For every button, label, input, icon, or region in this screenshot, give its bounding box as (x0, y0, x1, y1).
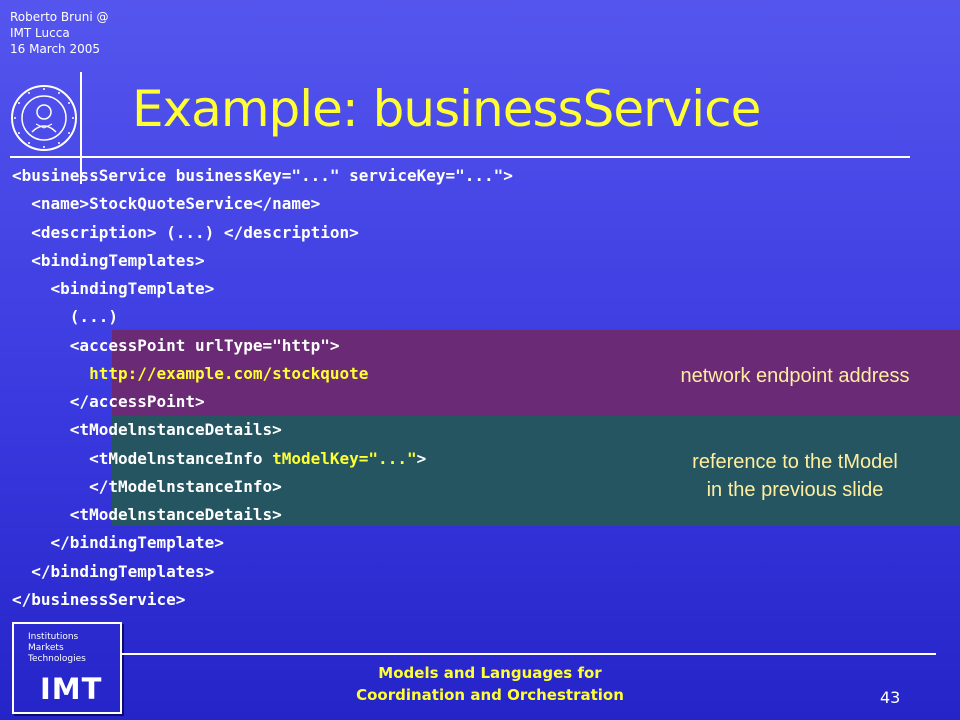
code-text (12, 364, 89, 383)
footer-line: Models and Languages for (378, 664, 602, 682)
code-line: </bindingTemplate> (12, 533, 224, 553)
code-line: http://example.com/stockquote (12, 364, 368, 384)
tmodel-annotation-line: reference to the tModel (692, 451, 898, 473)
footer-course-title: Models and Languages for Coordination an… (300, 662, 680, 706)
author-line: 16 March 2005 (10, 42, 101, 56)
code-text: <accessPoint urlType="http"> (12, 336, 340, 355)
code-text: <bindingTemplates> (12, 251, 205, 270)
code-text: <tModelnstanceInfo (12, 449, 273, 468)
endpoint-annotation: network endpoint address (640, 362, 950, 390)
code-line: <businessService businessKey="..." servi… (12, 166, 513, 186)
code-text: </accessPoint> (12, 392, 205, 411)
code-line: <name>StockQuoteService</name> (12, 194, 320, 214)
code-line: <tModelnstanceDetails> (12, 420, 282, 440)
code-text: (...) (12, 307, 118, 326)
code-text: <tModelnstanceDetails> (12, 420, 282, 439)
code-text: <name>StockQuoteService</name> (12, 194, 321, 213)
slide-title: Example: businessService (132, 80, 761, 138)
code-text: <tModelnstanceDetails> (12, 505, 282, 524)
footer-rule (122, 653, 936, 655)
code-highlight: http://example.com/stockquote (89, 364, 369, 383)
code-text: </businessService> (12, 590, 186, 609)
logo-text-line: Markets (28, 643, 64, 653)
code-line: <bindingTemplates> (12, 251, 205, 271)
footer-line: Coordination and Orchestration (356, 686, 624, 704)
logo-text-line: Institutions (28, 632, 79, 642)
code-line: <bindingTemplate> (12, 279, 215, 299)
code-text: <description> (...) </description> (12, 223, 359, 242)
endpoint-annotation-text: network endpoint address (680, 365, 910, 387)
author-line: IMT Lucca (10, 26, 70, 40)
imt-logo (12, 622, 122, 714)
code-line: <description> (...) </description> (12, 223, 359, 243)
code-line: <tModelnstanceDetails> (12, 505, 282, 525)
code-text: > (416, 449, 427, 468)
code-line: </accessPoint> (12, 392, 205, 412)
code-line: <accessPoint urlType="http"> (12, 336, 340, 356)
code-line: </tModelnstanceInfo> (12, 477, 282, 497)
page-number: 43 (880, 688, 901, 707)
code-line: </businessService> (12, 590, 185, 610)
header-vertical-rule (80, 72, 82, 184)
tmodel-annotation: reference to the tModel in the previous … (640, 448, 950, 504)
endpoint-highlight-band (112, 330, 960, 416)
header-horizontal-rule (10, 156, 910, 158)
code-text: </bindingTemplate> (12, 533, 224, 552)
code-text: <businessService businessKey="..." servi… (12, 166, 513, 185)
logo-text-line: Technologies (28, 654, 86, 664)
university-seal-icon (11, 85, 77, 151)
code-text: </bindingTemplates> (12, 562, 215, 581)
code-text: <bindingTemplate> (12, 279, 215, 298)
tmodel-highlight-band (112, 416, 960, 526)
code-highlight: tModelKey="..." (272, 449, 417, 468)
code-line: (...) (12, 307, 118, 327)
code-text: </tModelnstanceInfo> (12, 477, 282, 496)
tmodel-annotation-line: in the previous slide (706, 479, 884, 501)
logo-acronym: IMT (40, 672, 103, 706)
author-info: Roberto Bruni @ IMT Lucca 16 March 2005 (10, 9, 108, 57)
code-line: <tModelnstanceInfo tModelKey="..."> (12, 449, 426, 469)
author-line: Roberto Bruni @ (10, 10, 109, 24)
code-line: </bindingTemplates> (12, 562, 214, 582)
